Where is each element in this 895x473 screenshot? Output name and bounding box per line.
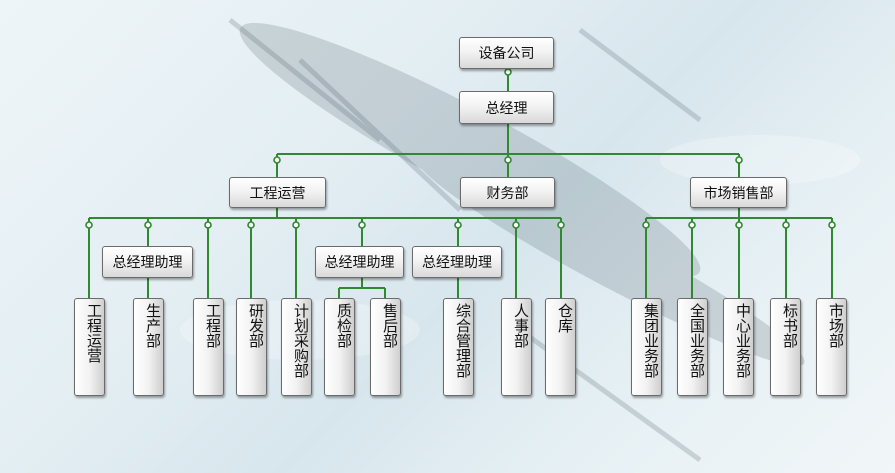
- node-marketing-sales: 市场销售部: [690, 177, 787, 208]
- node-gm-assistant-3: 总经理助理: [412, 246, 502, 278]
- dept-center-business: 中心业务部: [723, 298, 754, 396]
- dept-warehouse: 仓库: [545, 298, 576, 396]
- dept-general-admin: 综合管理部: [443, 298, 474, 396]
- dept-engineering: 工程部: [193, 298, 224, 396]
- dept-human-resources: 人事部: [501, 298, 532, 396]
- dept-market: 市场部: [816, 298, 847, 396]
- dept-engineering-operations: 工程运营: [74, 298, 105, 396]
- dept-bidding: 标书部: [770, 298, 801, 396]
- dept-after-sales: 售后部: [370, 298, 401, 396]
- node-gm-assistant-1: 总经理助理: [102, 246, 193, 278]
- node-engineering-operations: 工程运营: [229, 177, 326, 208]
- dept-production: 生产部: [133, 298, 164, 396]
- dept-quality-control: 质检部: [324, 298, 355, 396]
- dept-rnd: 研发部: [236, 298, 267, 396]
- node-company: 设备公司: [459, 37, 554, 69]
- dept-planning-purchasing: 计划采购部: [281, 298, 312, 396]
- dept-national-business: 全国业务部: [677, 298, 708, 396]
- node-gm-assistant-2: 总经理助理: [315, 246, 404, 278]
- node-general-manager: 总经理: [459, 91, 554, 124]
- dept-group-business: 集团业务部: [631, 298, 662, 396]
- node-finance: 财务部: [460, 177, 555, 208]
